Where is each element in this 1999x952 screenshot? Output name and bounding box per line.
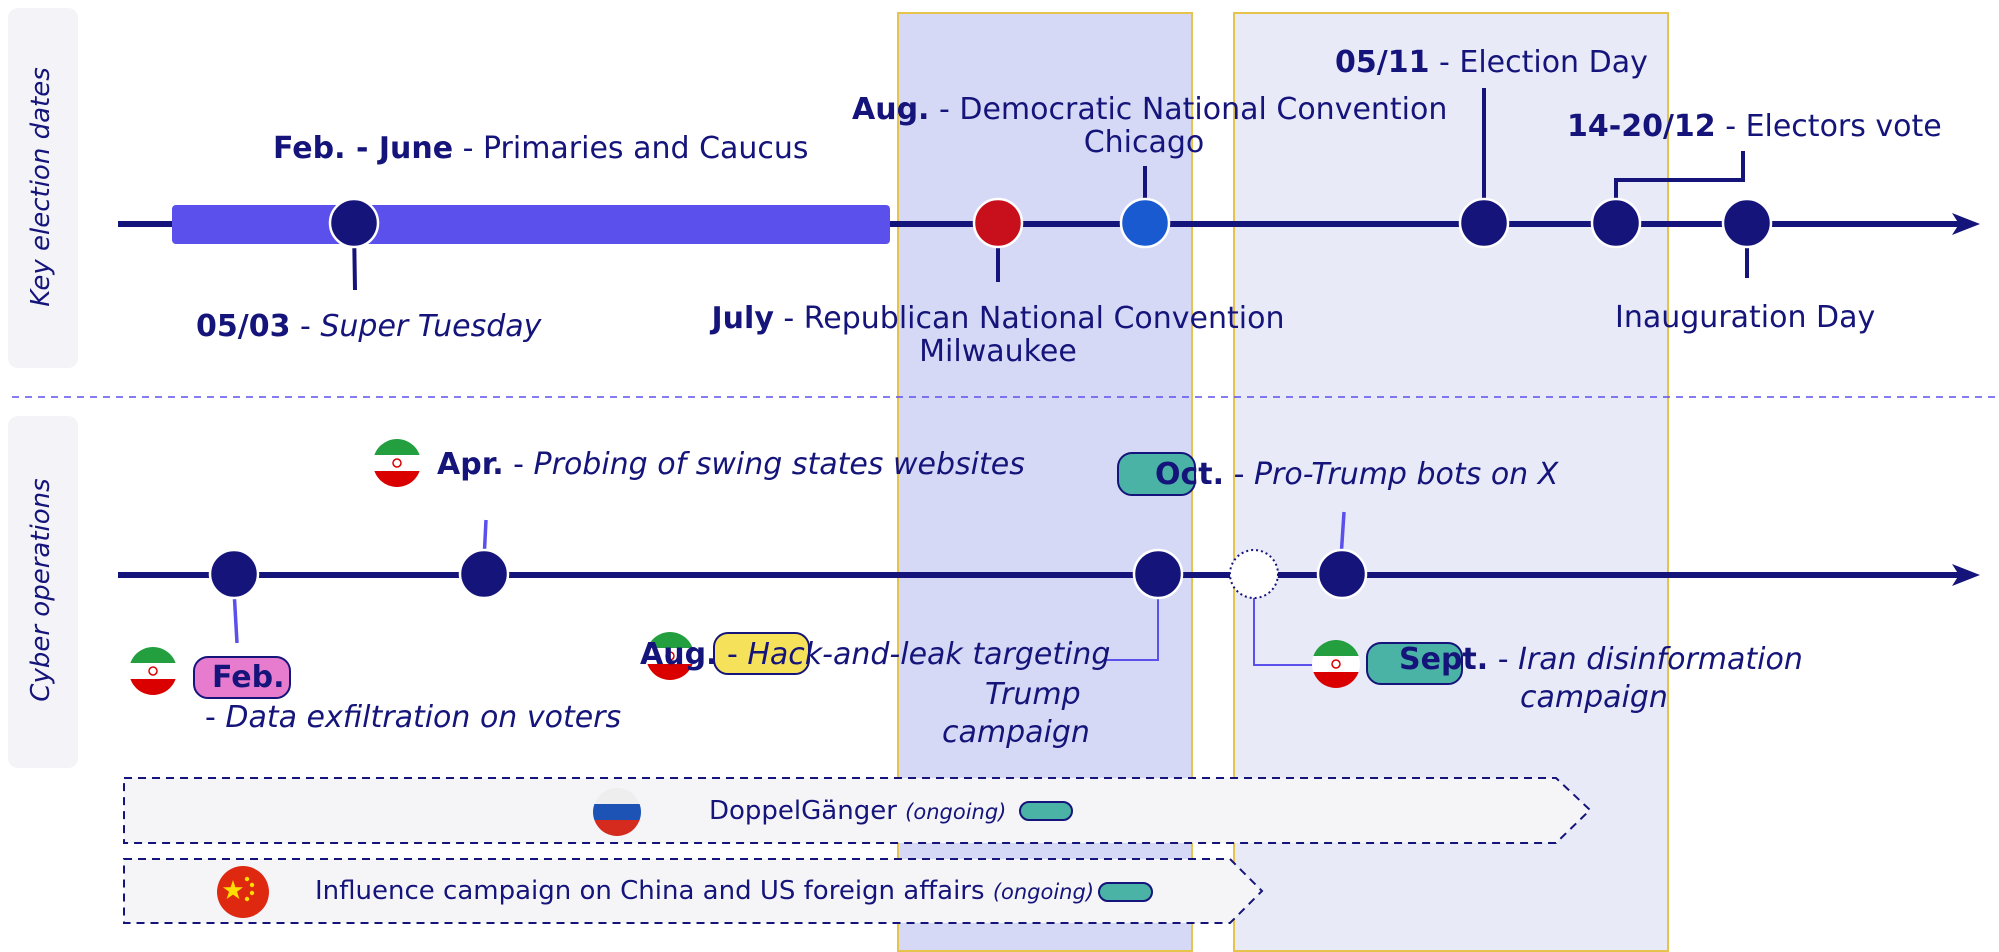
label-doppelganger: DoppelGänger (ongoing) — [709, 797, 1006, 826]
election-day-date: 05/11 — [1335, 45, 1430, 80]
badge-feb — [193, 656, 291, 699]
doppelganger-status: (ongoing) — [905, 800, 1007, 824]
iran-flag-icon — [646, 632, 694, 680]
node-inauguration — [1721, 197, 1773, 249]
feb-text: Data exfiltration on voters — [225, 700, 622, 735]
section-label-cyber: Cyber operations — [26, 478, 56, 702]
dnc-text: Democratic National Convention — [959, 92, 1448, 127]
primaries-text: Primaries and Caucus — [482, 131, 809, 166]
section-label-key-dates: Key election dates — [26, 67, 56, 307]
node-electors-vote — [1590, 197, 1642, 249]
ongoing-band-doppelganger — [123, 777, 1592, 844]
election-day-sep: - — [1429, 45, 1460, 80]
apr-text: Probing of swing states websites — [533, 447, 1025, 482]
sept-text-line2: campaign — [1520, 680, 1668, 715]
primaries-date: Feb. - June — [273, 131, 454, 166]
connector-aug — [1105, 590, 1159, 661]
aug-sep: - — [717, 637, 748, 672]
dnc-date: Aug. — [852, 92, 930, 127]
node-feb — [208, 548, 260, 600]
doppelganger-name: DoppelGänger — [709, 796, 897, 826]
super-tuesday-date: 05/03 — [196, 309, 291, 344]
cyber-axis-arrowhead — [1952, 564, 1980, 586]
aug-text-line1: Hack-and-leak targeting — [747, 637, 1111, 672]
connector-sept — [1253, 592, 1316, 666]
oct-date: Oct. — [1155, 457, 1225, 492]
label-rnc: July - Republican National Convention Mi… — [710, 302, 1286, 368]
label-apr: Apr. - Probing of swing states websites — [437, 448, 1025, 481]
oct-text: Pro-Trump bots on X — [1253, 457, 1559, 492]
primaries-period-bar — [172, 205, 890, 244]
aug-text-line3: campaign — [942, 715, 1090, 750]
cyber-panel — [8, 416, 78, 768]
node-oct — [1316, 548, 1368, 600]
aug-date: Aug. — [640, 637, 718, 672]
apr-sep: - — [503, 447, 534, 482]
feb-sep: - — [205, 700, 226, 735]
election-axis-arrowhead — [1952, 213, 1980, 235]
badge-oct — [1117, 452, 1196, 496]
node-apr — [458, 548, 510, 600]
iran-flag-icon — [1312, 640, 1360, 688]
key-dates-panel — [8, 8, 78, 368]
aug-text-line2: Trump — [985, 677, 1081, 712]
rnc-city: Milwaukee — [919, 334, 1077, 369]
node-dnc — [1119, 197, 1171, 249]
connector-electors — [1614, 151, 1745, 210]
ongoing-band-china — [123, 858, 1264, 924]
label-aug: Aug. - Hack-and-leak targeting — [640, 638, 1110, 671]
dnc-sep: - — [929, 92, 960, 127]
sept-date: Sept. — [1399, 642, 1489, 677]
dnc-city: Chicago — [1083, 125, 1205, 160]
badge-aug — [713, 632, 810, 675]
label-china-campaign: Influence campaign on China and US forei… — [315, 877, 1094, 906]
russia-flag-icon — [593, 788, 641, 836]
label-electors-vote: 14-20/12 - Electors vote — [1567, 110, 1942, 143]
iran-flag-icon — [373, 439, 421, 487]
electors-sep: - — [1715, 109, 1746, 144]
china-flag-icon — [217, 866, 269, 918]
label-super-tuesday: 05/03 - Super Tuesday — [196, 310, 541, 343]
badge-sept — [1366, 642, 1463, 685]
super-tuesday-sep: - — [290, 309, 321, 344]
china-campaign-status: (ongoing) — [992, 880, 1095, 904]
sept-sep: - — [1488, 642, 1519, 677]
node-rnc — [972, 197, 1024, 249]
sept-text-line1: Iran disinformation — [1518, 642, 1803, 677]
label-feb: - Data exfiltration on voters — [205, 701, 621, 734]
label-inauguration: Inauguration Day — [1615, 300, 1876, 335]
ongoing-pill-doppelganger — [1019, 801, 1073, 821]
primaries-sep: - — [453, 131, 483, 166]
ongoing-pill-china — [1098, 882, 1153, 902]
electors-text: Electors vote — [1745, 109, 1942, 144]
electors-date: 14-20/12 — [1567, 109, 1716, 144]
node-sept-placeholder — [1229, 549, 1279, 599]
node-super-tuesday — [328, 197, 380, 249]
label-sept: Sept. - Iran disinformation — [1399, 643, 1803, 676]
apr-date: Apr. — [437, 447, 504, 482]
node-aug — [1132, 548, 1184, 600]
label-primaries: Feb. - June - Primaries and Caucus — [273, 132, 809, 165]
oct-sep: - — [1224, 457, 1254, 492]
iran-flag-icon — [129, 647, 177, 695]
label-oct: Oct. - Pro-Trump bots on X — [1155, 458, 1558, 491]
rnc-sep: - — [773, 301, 804, 336]
node-election-day — [1458, 197, 1510, 249]
rnc-text: Republican National Convention — [803, 301, 1285, 336]
super-tuesday-text: Super Tuesday — [320, 309, 542, 344]
election-day-text: Election Day — [1459, 45, 1648, 80]
label-election-day: 05/11 - Election Day — [1335, 46, 1648, 79]
feb-badge-label: Feb. — [212, 660, 285, 695]
label-dnc: Aug. - Democratic National Convention Ch… — [852, 92, 1447, 160]
china-campaign-name: Influence campaign on China and US forei… — [315, 876, 985, 906]
rnc-date: July — [711, 301, 774, 336]
